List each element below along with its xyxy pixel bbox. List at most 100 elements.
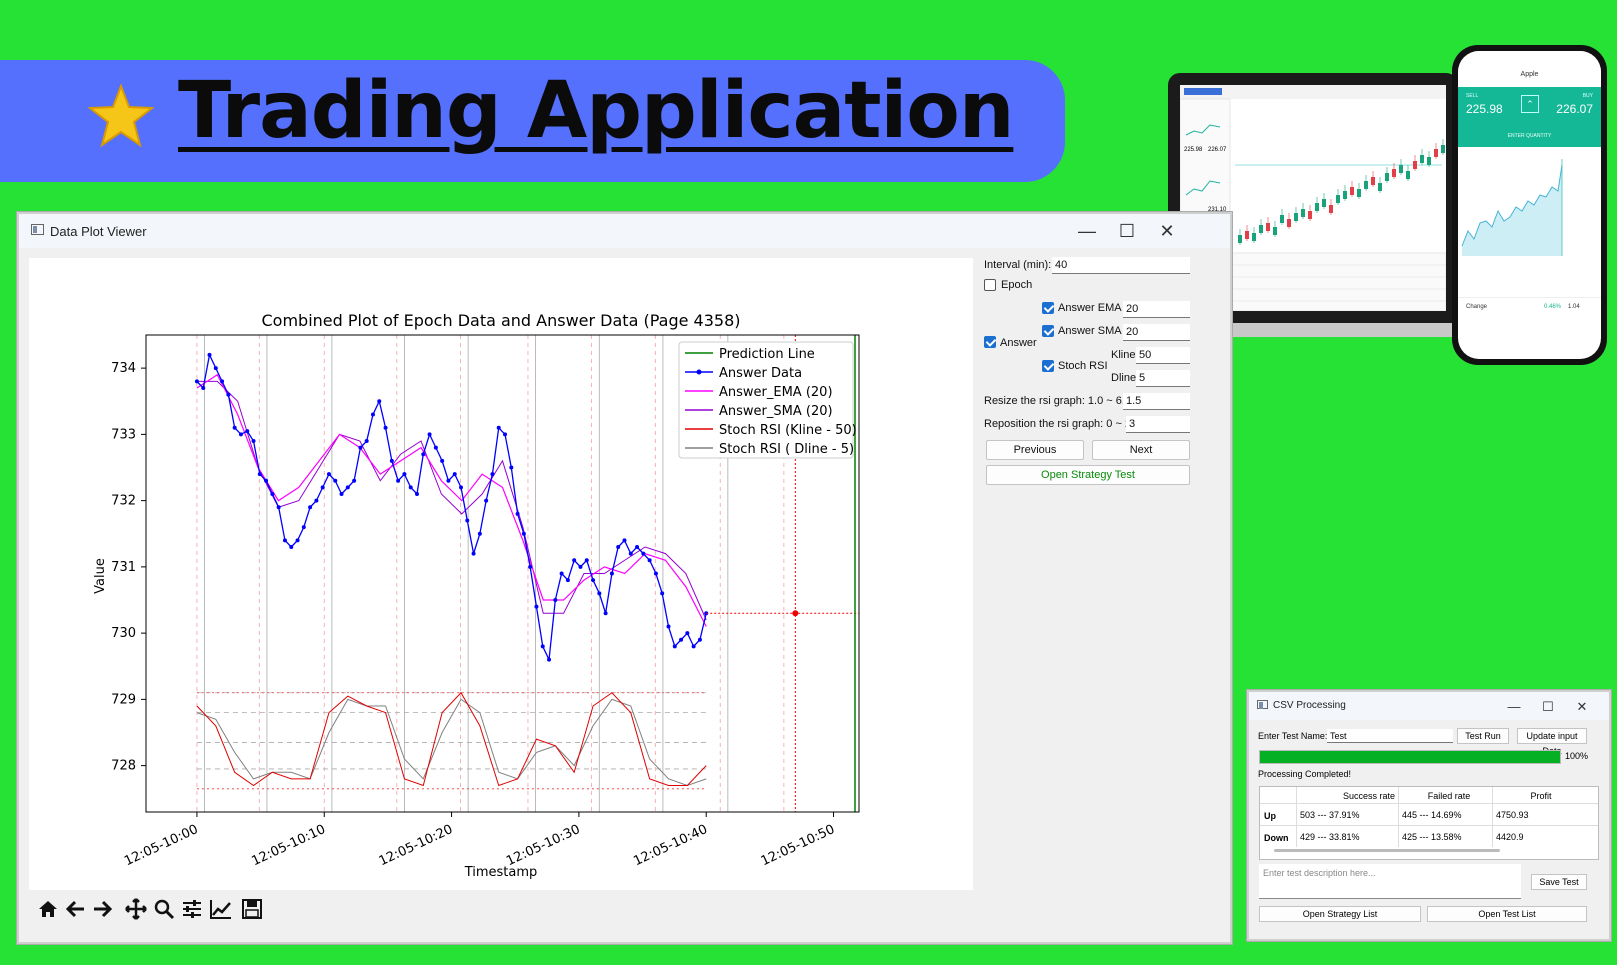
csv-minimize-button[interactable]: — xyxy=(1507,699,1521,714)
buy-price[interactable]: 226.07 xyxy=(1556,102,1593,116)
y-tick-label: 731 xyxy=(111,560,136,575)
table-scrollbar[interactable] xyxy=(1274,849,1500,852)
y-tick-label: 733 xyxy=(111,427,136,442)
y-tick-label: 734 xyxy=(111,361,136,376)
stoch-rsi-checkbox[interactable] xyxy=(1042,360,1054,372)
dline-label: Dline xyxy=(1111,372,1137,384)
answer-point xyxy=(339,492,344,496)
answer-point xyxy=(276,505,281,510)
answer-sma-checkbox[interactable] xyxy=(1042,325,1054,337)
candle-body xyxy=(1441,145,1445,153)
window-title: Data Plot Viewer xyxy=(50,224,147,239)
answer-point xyxy=(509,465,514,470)
sell-label: SELL xyxy=(1466,93,1479,99)
y-axis-label: Value xyxy=(93,558,108,594)
candle-body xyxy=(1427,157,1431,165)
candle-body xyxy=(1294,213,1298,221)
answer-point xyxy=(697,637,702,642)
answer-ema-checkbox[interactable] xyxy=(1042,302,1054,314)
edit-axis-icon[interactable] xyxy=(209,898,233,920)
candle-body xyxy=(1245,231,1249,239)
answer-sma-input[interactable]: 20 xyxy=(1123,324,1190,341)
epoch-checkbox[interactable] xyxy=(984,279,996,291)
prediction-point xyxy=(792,610,799,617)
next-button[interactable]: Next xyxy=(1092,440,1190,460)
phone-chart xyxy=(1461,159,1563,256)
plot-canvas[interactable]: Combined Plot of Epoch Data and Answer D… xyxy=(29,258,973,890)
answer-ema-input[interactable]: 20 xyxy=(1123,301,1190,318)
answer-point xyxy=(635,545,640,549)
reposition-label: Reposition the rsi graph: 0 ~ 25 xyxy=(984,418,1138,430)
star-icon xyxy=(88,83,154,148)
answer-point xyxy=(194,379,199,384)
configure-icon[interactable] xyxy=(181,898,203,920)
sell-price[interactable]: 225.98 xyxy=(1466,102,1503,116)
answer-point xyxy=(345,485,350,490)
legend-box xyxy=(678,341,854,459)
answer-point xyxy=(553,598,558,602)
dline-input[interactable]: 5 xyxy=(1136,370,1190,387)
csv-close-button[interactable]: ✕ xyxy=(1576,699,1588,714)
open-strategy-list-button[interactable]: Open Strategy List xyxy=(1259,906,1421,922)
laptop-price-b: 226.07 xyxy=(1208,147,1227,153)
minimize-button[interactable]: — xyxy=(1078,221,1096,241)
candle-body xyxy=(1399,165,1403,173)
down-success: 429 --- 33.81% xyxy=(1300,832,1360,842)
answer-point xyxy=(402,472,407,477)
answer-point xyxy=(653,571,658,576)
candle-body xyxy=(1287,219,1291,227)
answer-point xyxy=(452,472,457,477)
reposition-input[interactable]: 3 xyxy=(1126,416,1190,433)
answer-checkbox[interactable] xyxy=(984,336,996,348)
answer-point xyxy=(320,485,325,490)
y-tick-label: 730 xyxy=(111,626,136,641)
open-test-list-button[interactable]: Open Test List xyxy=(1427,906,1587,922)
answer-point xyxy=(370,412,375,417)
pan-icon[interactable] xyxy=(125,898,147,920)
home-icon[interactable] xyxy=(37,898,59,920)
window-icon xyxy=(31,224,44,235)
test-name-input[interactable]: Test xyxy=(1327,729,1453,743)
combined-chart[interactable]: Combined Plot of Epoch Data and Answer D… xyxy=(29,258,973,890)
csv-titlebar[interactable]: CSV Processing — ☐ ✕ xyxy=(1249,692,1609,720)
close-button[interactable]: ✕ xyxy=(1159,221,1175,241)
save-icon[interactable] xyxy=(241,898,263,920)
answer-point xyxy=(270,492,275,496)
answer-point xyxy=(534,604,539,609)
up-success: 503 --- 37.91% xyxy=(1300,810,1360,820)
answer-point xyxy=(427,432,432,437)
answer-point xyxy=(301,525,306,530)
answer-point xyxy=(622,538,627,543)
down-failed: 425 --- 13.58% xyxy=(1402,832,1462,842)
resize-input[interactable]: 1.5 xyxy=(1123,393,1190,410)
page-title: Trading Application xyxy=(178,66,1014,156)
save-test-button[interactable]: Save Test xyxy=(1531,874,1587,890)
answer-ema-label: Answer EMA xyxy=(1058,302,1122,314)
forward-icon[interactable] xyxy=(91,898,113,920)
test-run-button[interactable]: Test Run xyxy=(1457,728,1509,744)
maximize-button[interactable]: ☐ xyxy=(1118,221,1136,241)
answer-point xyxy=(421,452,426,457)
change-label: Change xyxy=(1466,304,1488,310)
answer-point xyxy=(389,458,394,463)
buy-label: BUY xyxy=(1582,93,1593,99)
down-profit: 4420.9 xyxy=(1496,832,1524,842)
x-tick-label: 12:05-10:40 xyxy=(631,822,710,869)
answer-point xyxy=(647,558,652,563)
window-titlebar[interactable]: Data Plot Viewer — ☐ ✕ xyxy=(19,214,1230,248)
back-icon[interactable] xyxy=(65,898,87,920)
update-input-button[interactable]: Update input Data xyxy=(1517,728,1587,756)
test-description-input[interactable]: Enter test description here... xyxy=(1259,864,1521,899)
answer-point xyxy=(264,478,269,483)
csv-maximize-button[interactable]: ☐ xyxy=(1542,699,1554,714)
phone-app-title: Apple xyxy=(1520,71,1539,78)
candle-body xyxy=(1413,161,1417,169)
interval-input[interactable]: 40 xyxy=(1052,257,1190,274)
open-strategy-test-button[interactable]: Open Strategy Test xyxy=(986,465,1190,485)
quantity-label[interactable]: ENTER QUANTITY xyxy=(1507,133,1552,139)
answer-point xyxy=(433,445,438,450)
answer-point xyxy=(220,379,225,384)
previous-button[interactable]: Previous xyxy=(986,440,1084,460)
kline-input[interactable]: 50 xyxy=(1136,347,1190,364)
zoom-icon[interactable] xyxy=(153,898,175,920)
